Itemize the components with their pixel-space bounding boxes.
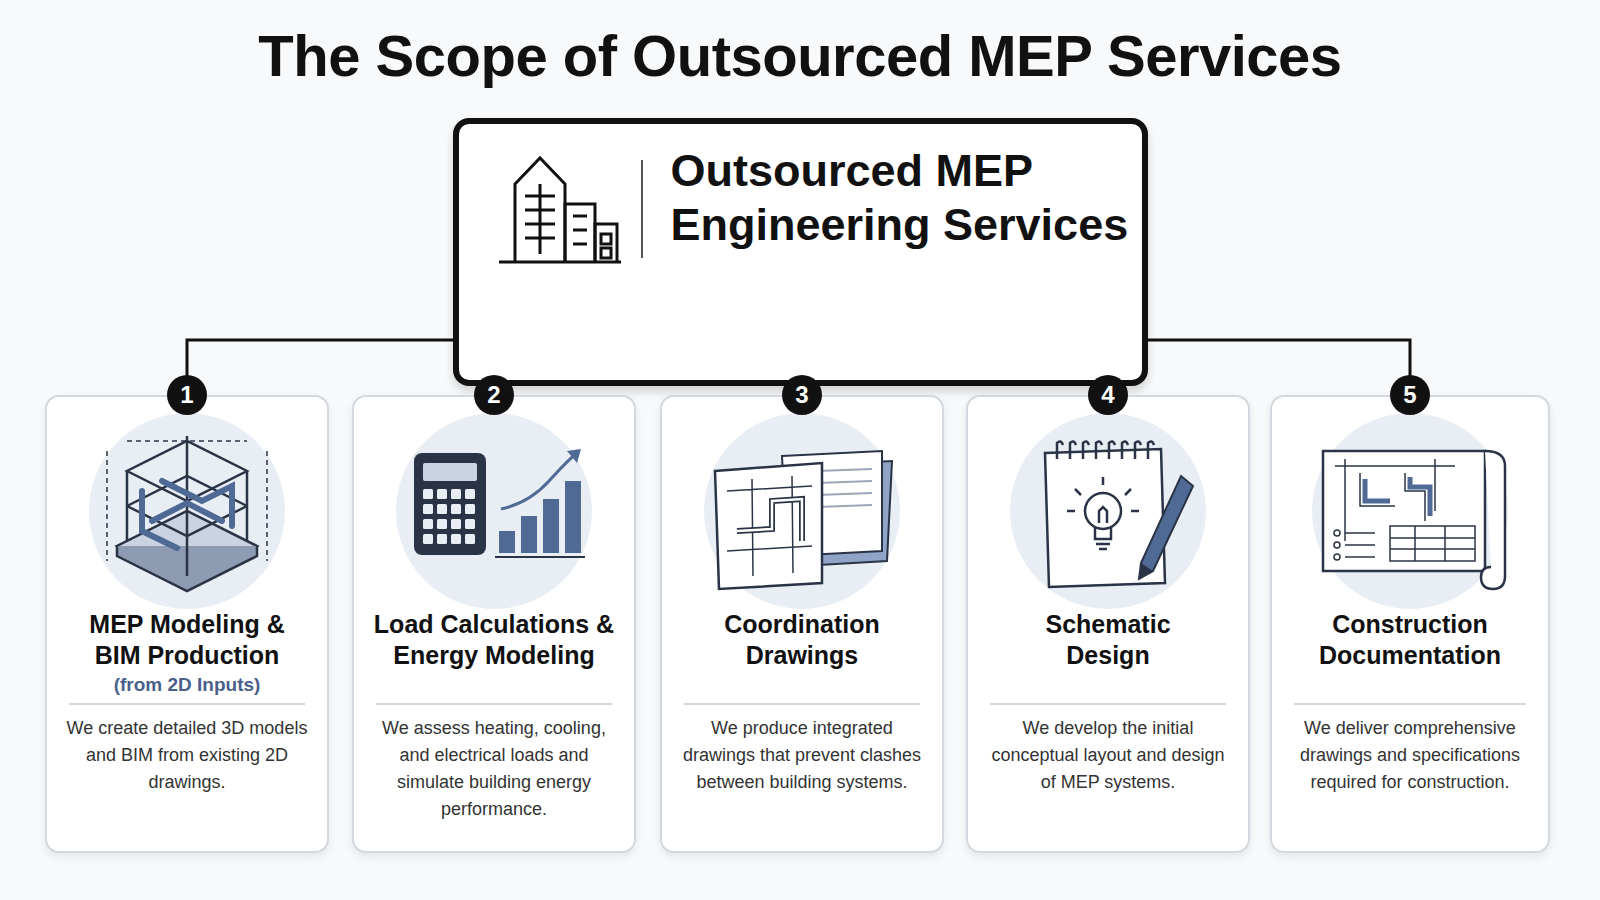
callout-number: 1 — [167, 375, 207, 415]
card-heading-block: MEP Modeling & BIM Production(from 2D In… — [47, 609, 327, 701]
card-heading: Construction Documentation — [1279, 609, 1541, 672]
callout-number: 2 — [474, 375, 514, 415]
card-divider — [69, 703, 305, 705]
card-heading: Load Calculations & Energy Modeling — [363, 609, 625, 672]
card-heading-block: Schematic Design — [968, 609, 1248, 701]
card-description: We develop the initial conceptual layout… — [984, 715, 1232, 796]
service-icon — [697, 411, 907, 615]
card-description: We create detailed 3D models and BIM fro… — [63, 715, 311, 796]
card-heading-block: Coordination Drawings — [662, 609, 942, 701]
card-description: We produce integrated drawings that prev… — [678, 715, 926, 796]
card-heading-block: Construction Documentation — [1272, 609, 1548, 701]
service-card: Construction Documentation We deliver com… — [1270, 395, 1550, 853]
card-description: We deliver comprehensive drawings and sp… — [1288, 715, 1532, 796]
card-heading: MEP Modeling & BIM Production — [71, 609, 303, 672]
card-heading-block: Load Calculations & Energy Modeling — [354, 609, 634, 701]
service-icon — [82, 411, 292, 615]
card-description: We assess heating, cooling, and electric… — [370, 715, 618, 823]
root-title: Outsourced MEP Engineering Services — [671, 144, 1142, 252]
building-icon — [495, 154, 625, 270]
card-heading: Coordination Drawings — [671, 609, 933, 672]
card-divider — [990, 703, 1226, 705]
divider-line — [641, 160, 643, 258]
card-subtitle: (from 2D Inputs) — [47, 674, 327, 696]
card-divider — [684, 703, 920, 705]
service-icon — [1003, 411, 1213, 615]
callout-number: 3 — [782, 375, 822, 415]
service-card: Coordination Drawings We produce integrat… — [660, 395, 944, 853]
root-box: Outsourced MEP Engineering Services — [453, 118, 1148, 386]
service-card: MEP Modeling & BIM Production(from 2D In… — [45, 395, 329, 853]
callout-number: 5 — [1390, 375, 1430, 415]
callout-number: 4 — [1088, 375, 1128, 415]
service-icon — [1305, 411, 1515, 615]
card-divider — [376, 703, 612, 705]
service-icon — [389, 411, 599, 615]
card-divider — [1294, 703, 1526, 705]
service-card: Load Calculations & Energy Modeling We as… — [352, 395, 636, 853]
diagram-title: The Scope of Outsourced MEP Services — [0, 22, 1600, 89]
card-heading: Schematic Design — [1015, 609, 1201, 672]
service-card: Schematic Design We develop the initial c… — [966, 395, 1250, 853]
